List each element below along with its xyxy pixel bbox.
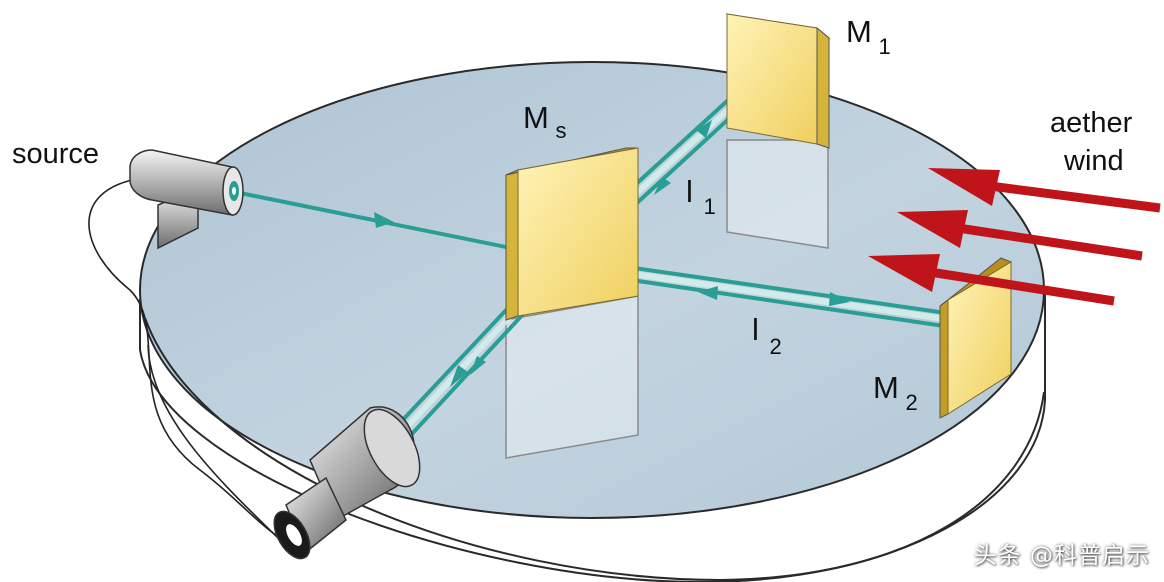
m2-edge [939, 299, 949, 419]
label-l2-main: l [752, 312, 759, 347]
watermark: 头条 @科普启示 [973, 543, 1150, 569]
label-l2-sub: 2 [770, 334, 782, 359]
label-m2-sub: 2 [905, 390, 917, 415]
label-m1-sub: 1 [878, 34, 890, 59]
detector-cable [147, 344, 286, 546]
aether-arrow-1 [928, 168, 1161, 213]
label-l1-sub: 1 [704, 194, 716, 219]
label-aether: aether [1050, 107, 1133, 139]
detector [273, 406, 421, 560]
detector-front [363, 408, 421, 488]
label-ms-main: M [523, 100, 549, 135]
ms-face [517, 147, 639, 317]
arrow-arm2-left [698, 286, 718, 300]
arrow-output-b [470, 356, 486, 375]
arrow-arm1-up [696, 120, 712, 138]
label-ms-sub: s [555, 118, 566, 143]
label-m1-main: M [846, 14, 872, 49]
beam-arrowheads [374, 120, 850, 387]
arrow-arm2-right [829, 292, 850, 306]
aether-arrow-2 [897, 210, 1143, 261]
label-l1: l 1 [686, 174, 716, 219]
arrow-source-beam [374, 212, 394, 228]
aether-arrow-3 [868, 254, 1115, 306]
label-wind: wind [1063, 145, 1124, 177]
arrow-arm1-down [654, 177, 671, 195]
arrow-output-a [450, 365, 468, 387]
source-body [129, 149, 233, 216]
label-m2-main: M [873, 370, 899, 405]
aether-wind-arrows [868, 168, 1161, 306]
label-m2: M 2 [873, 370, 918, 415]
label-ms: M s [523, 100, 566, 143]
m2-face [947, 261, 1012, 415]
table-bottom-edge [144, 317, 1045, 582]
rotating-table [139, 61, 1046, 582]
ms-edge [505, 169, 519, 321]
label-l1-main: l [686, 174, 693, 209]
m1-face [726, 13, 818, 145]
mirror-m1 [725, 13, 831, 149]
m1-edge [816, 26, 830, 149]
label-l2: l 2 [752, 312, 782, 359]
label-m1: M 1 [846, 14, 891, 59]
beam-splitter-ms [505, 147, 639, 321]
light-source [129, 149, 244, 250]
label-source: source [12, 138, 99, 170]
